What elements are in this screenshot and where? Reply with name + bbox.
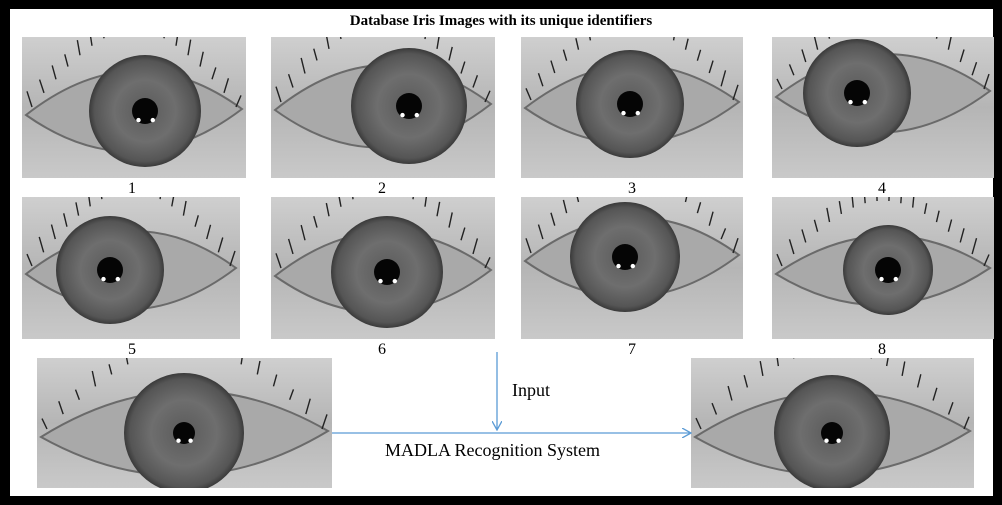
output-iris-image	[691, 358, 974, 488]
highlight	[836, 439, 840, 443]
highlight	[188, 439, 192, 443]
highlight	[378, 279, 382, 283]
highlight	[863, 100, 867, 104]
database-iris-image-6	[271, 197, 495, 339]
highlight	[176, 439, 180, 443]
iris-identifier-3: 3	[612, 180, 652, 198]
iris-identifier-5: 5	[112, 341, 152, 359]
database-iris-image-3	[521, 37, 743, 178]
iris-identifier-2: 2	[362, 180, 402, 198]
iris-identifier-1: 1	[112, 180, 152, 198]
database-iris-image-1	[22, 37, 246, 178]
highlight	[631, 264, 635, 268]
database-iris-image-4	[772, 37, 994, 178]
highlight	[879, 277, 883, 281]
highlight	[400, 113, 404, 117]
input-label: Input	[512, 380, 550, 401]
highlight	[101, 277, 105, 281]
iris-identifier-6: 6	[362, 341, 402, 359]
iris-identifier-4: 4	[862, 180, 902, 198]
lash	[901, 197, 902, 203]
database-iris-image-2	[271, 37, 495, 178]
iris-identifier-8: 8	[862, 341, 902, 359]
system-label: MADLA Recognition System	[385, 440, 600, 461]
iris-identifier-7: 7	[612, 341, 652, 359]
highlight	[116, 277, 120, 281]
database-iris-image-7	[521, 197, 743, 339]
database-iris-image-5	[22, 197, 240, 339]
highlight	[848, 100, 852, 104]
database-iris-image-8	[772, 197, 994, 339]
highlight	[894, 277, 898, 281]
highlight	[136, 118, 140, 122]
lash	[864, 197, 865, 203]
highlight	[151, 118, 155, 122]
highlight	[616, 264, 620, 268]
highlight	[621, 111, 625, 115]
input-iris-image	[37, 358, 332, 488]
highlight	[824, 439, 828, 443]
diagram-title: Database Iris Images with its unique ide…	[0, 13, 1002, 30]
highlight	[415, 113, 419, 117]
highlight	[393, 279, 397, 283]
highlight	[636, 111, 640, 115]
